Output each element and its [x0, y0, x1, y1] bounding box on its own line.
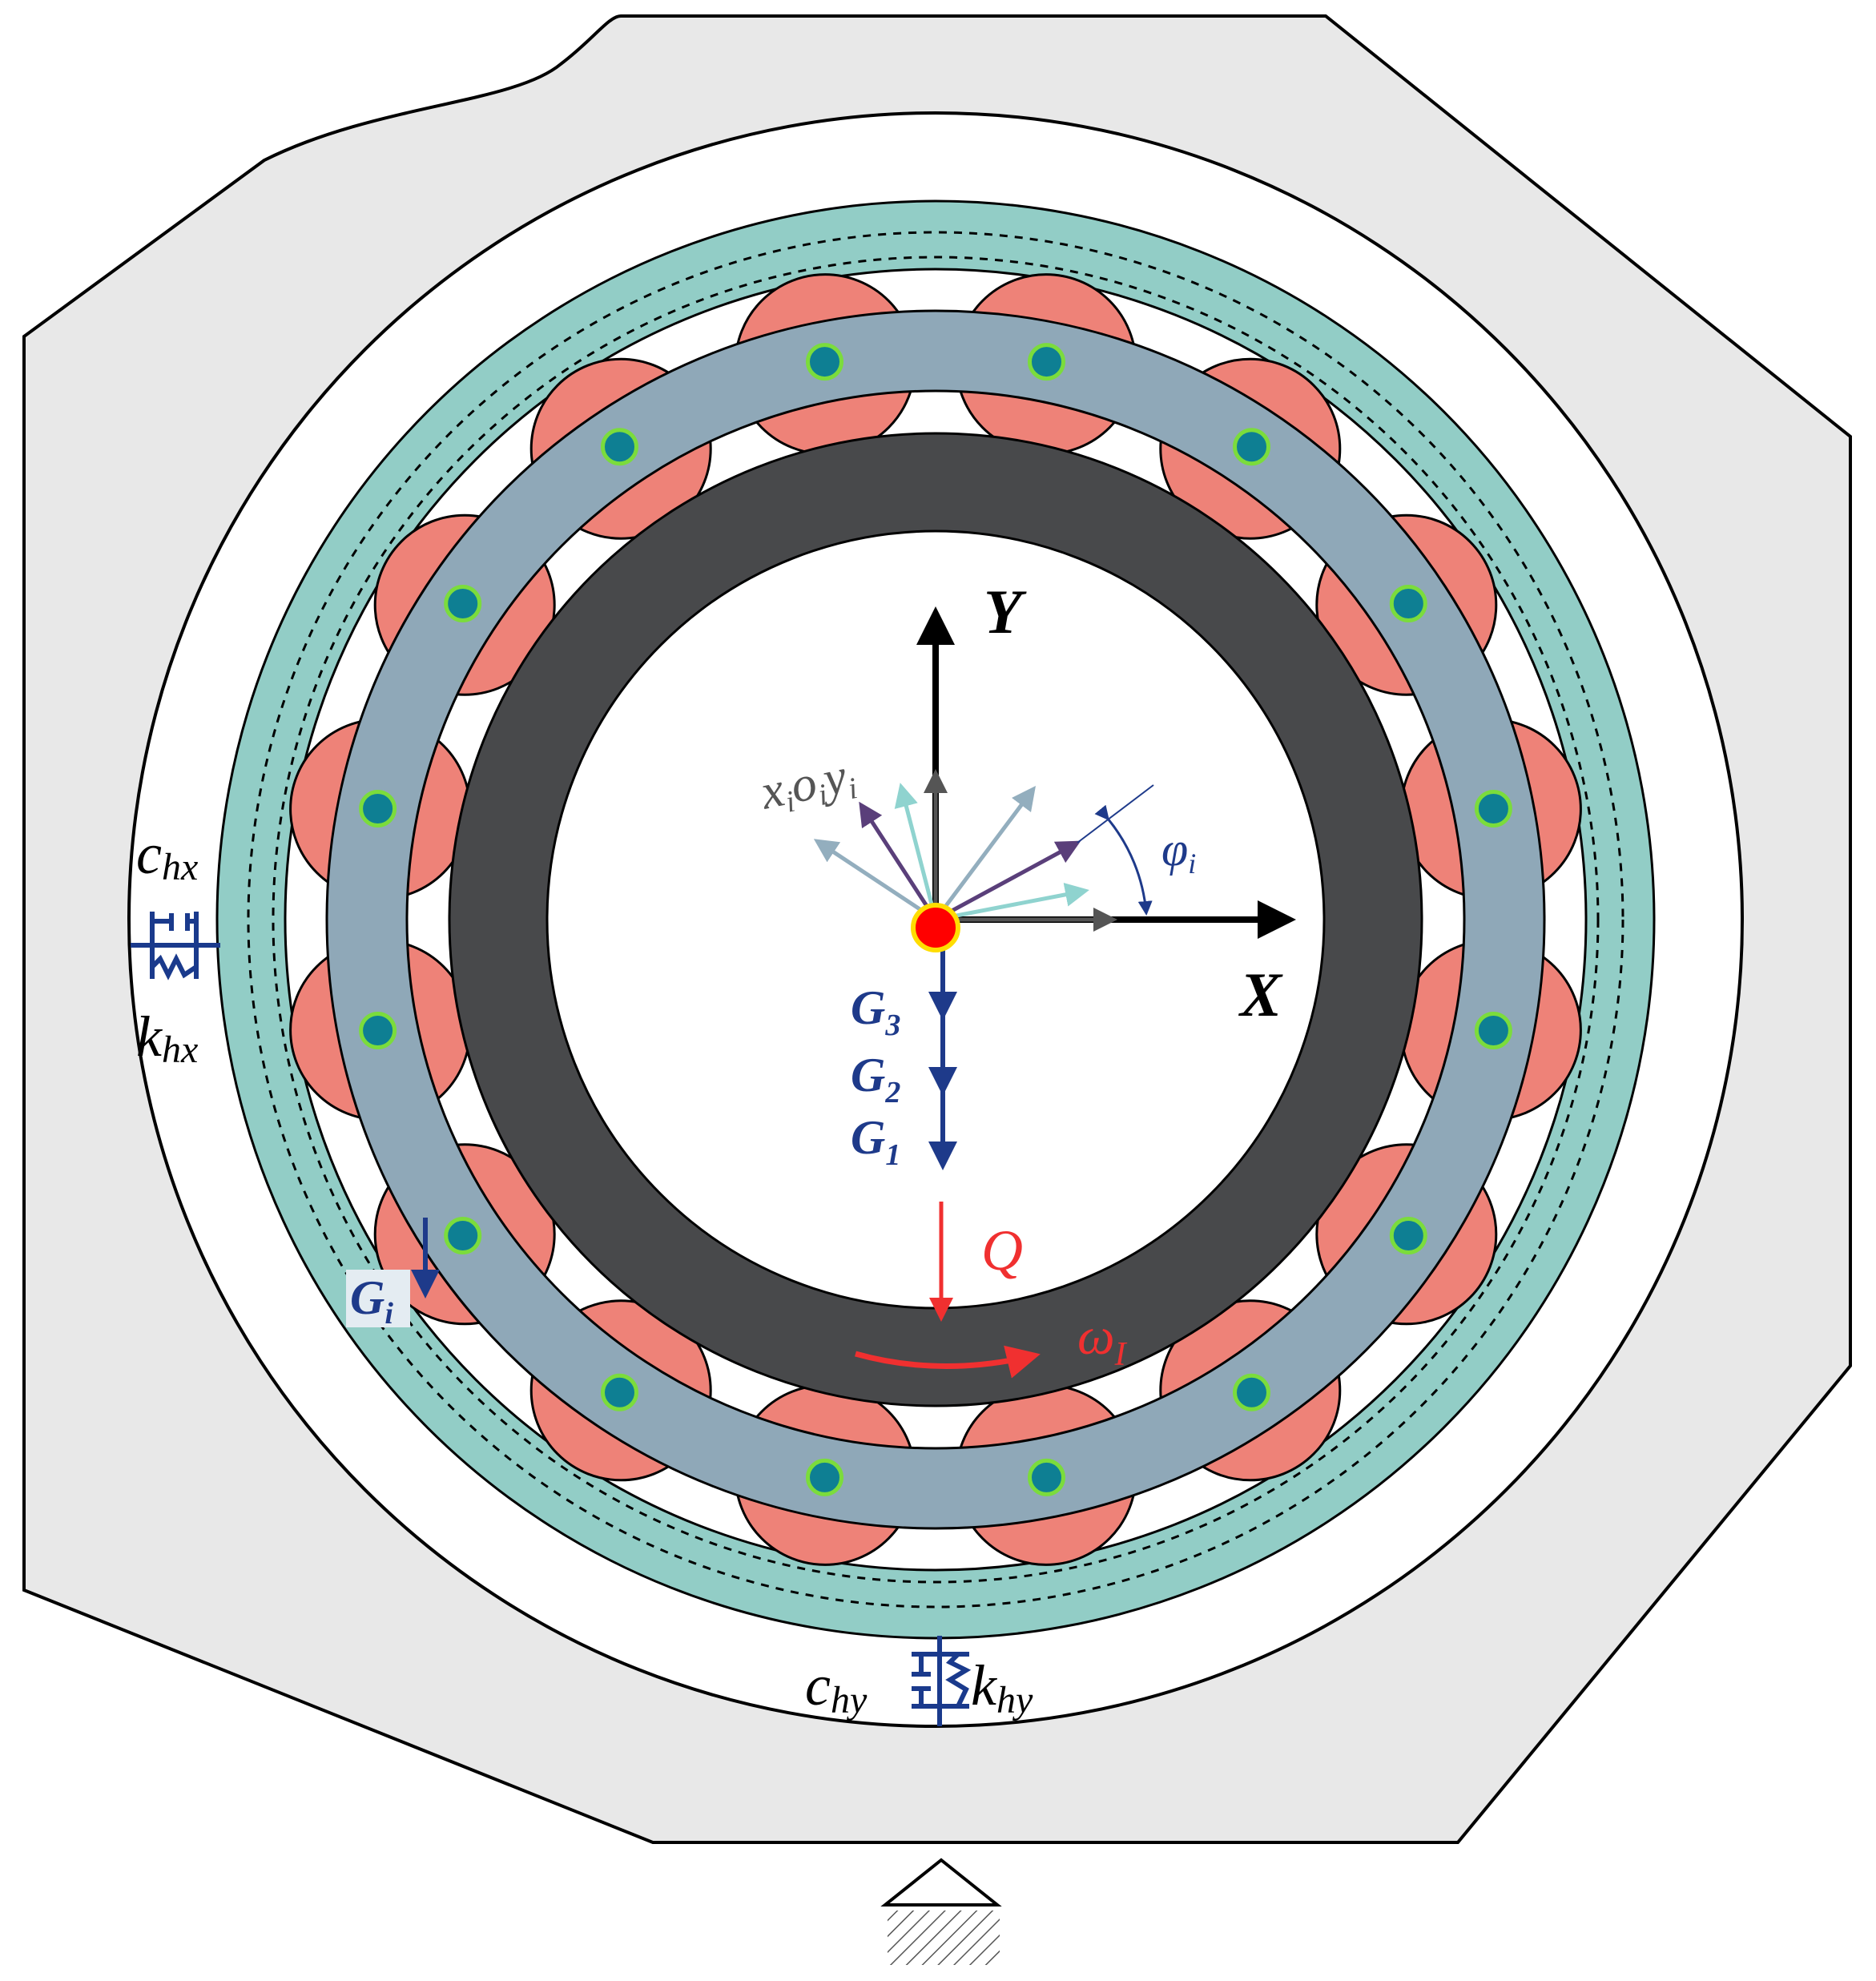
cage-pin	[444, 1217, 482, 1254]
rotation-label: ωI	[1077, 1307, 1128, 1373]
local-frame-arrow	[934, 840, 1081, 922]
cage-pin	[444, 585, 482, 622]
gravity-label-g3: G3	[851, 981, 900, 1042]
local-frame-arrow	[935, 882, 1089, 922]
load-label: Q	[981, 1218, 1023, 1282]
cage-pin	[601, 428, 638, 466]
angle-arc	[1094, 804, 1153, 916]
cage-pin	[806, 1458, 843, 1496]
cage-pin	[1474, 1012, 1512, 1049]
cage-pins	[359, 343, 1512, 1496]
rotation-arrow	[855, 1345, 1041, 1379]
dashed-pitch-line-outer	[247, 231, 1624, 1609]
spring-x-label: khx	[136, 1005, 198, 1071]
damper-y-label: chy	[805, 1653, 868, 1721]
roller-gravity-label-bg	[346, 1270, 410, 1327]
gravity-label-g1: G1	[851, 1111, 900, 1172]
damper-x-label: chx	[136, 822, 198, 888]
spring-y-label: khy	[971, 1653, 1033, 1721]
x-axis-label: X	[1238, 960, 1283, 1029]
cage-pin	[359, 790, 397, 827]
cage-pin	[359, 1012, 397, 1049]
cage-pin	[1028, 1458, 1065, 1496]
local-frame-arrow	[859, 801, 938, 921]
cage-pin	[1233, 1373, 1270, 1411]
cage-pin	[601, 1373, 638, 1411]
dashed-pitch-line-inner	[272, 256, 1600, 1584]
y-axis-label: Y	[984, 577, 1027, 646]
local-frame-arrow	[933, 785, 1036, 921]
cage-pin	[806, 343, 843, 381]
cage-pin	[1389, 585, 1427, 622]
cage-pin	[1474, 790, 1512, 827]
cage-pin	[1233, 428, 1270, 466]
spring-damper-y	[912, 1636, 972, 1726]
ground-hatch	[888, 1911, 1000, 1965]
center-point	[911, 903, 960, 952]
cage-pin	[1389, 1217, 1427, 1254]
roller-gravity-label: Gi	[350, 1271, 393, 1331]
angle-label: φi	[1161, 823, 1196, 880]
local-frame-arrow	[894, 783, 938, 920]
cage-pin	[1028, 343, 1065, 381]
spring-damper-x	[131, 912, 220, 980]
local-frame-arrow	[813, 839, 937, 922]
ground-support-triangle	[880, 1858, 1002, 1907]
gravity-label-g2: G2	[851, 1049, 900, 1109]
cage	[325, 309, 1546, 1530]
